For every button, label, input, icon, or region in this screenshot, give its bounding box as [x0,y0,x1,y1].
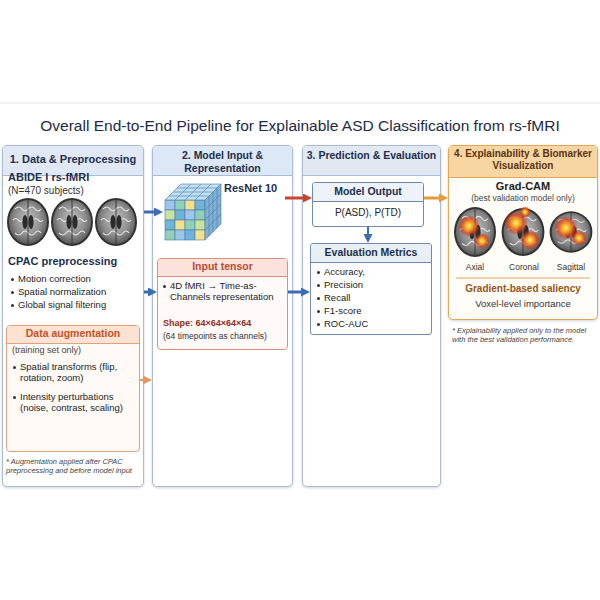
diagram-title: Overall End-to-End Pipeline for Explaina… [8,117,592,136]
panel-heading: 2. Model Input & Representation [152,149,293,174]
section-heading: CPAC preprocessing [8,255,142,268]
view-label: Sagittal [548,262,594,272]
flow-arrow [144,291,151,294]
bullet-item: Motion correction [10,273,142,284]
bullet-item: 4D fMRI → Time-as-Channels representatio… [162,280,282,303]
metrics-box: Evaluation MetricsAccuracy, PrecisionReca… [310,243,432,335]
bullet-item: Intensity perturbations (noise, contrast… [12,391,138,414]
dataset-name: ABIDE I rs-fMRI [8,171,142,184]
section-heading: Gradient-based saliency [448,283,598,295]
box-heading: Evaluation Metrics [310,246,432,259]
output-box: Model OutputP(ASD), P(TD) [312,182,424,227]
box-heading: Input tensor [157,260,288,273]
box-heading: Model Output [312,185,424,198]
panel-heading: 1. Data & Preprocessing [2,153,144,166]
augmentation-box: Data augmentation (training set only) Spat… [6,325,140,452]
method-name: Grad-CAM [448,180,598,193]
view-label: Coronal [501,262,547,272]
tensor-shape: Shape: 64×64×64×64 [163,318,285,329]
box-heading: Data augmentation [6,327,140,340]
stage-panel: 3. Prediction & EvaluationModel OutputP(… [302,145,441,487]
bullet-item: Spatial normalization [10,286,142,297]
stage-panel: 1. Data & PreprocessingABIDE I rs-fMRI(N… [2,145,144,487]
footnote: * Explainability applied only to the mod… [452,326,596,344]
subject-count: (N=470 subjects) [8,185,142,197]
section-note: Voxel-level importance [448,298,598,309]
explainability-panel: 4. Explainability & Biomarker Visualizat… [448,145,598,320]
output-values: P(ASD), P(TD) [312,207,424,219]
view-label: Axial [453,262,497,272]
model-name: ResNet 10 [224,182,285,195]
separator-line [0,103,600,104]
metric-item: F1-score [316,305,428,316]
input-tensor-box: Input tensor 4D fMRI → Time-as-Channels r… [157,258,288,350]
panel-heading: 4. Explainability & Biomarker Visualizat… [452,148,594,172]
metric-item: ROC-AUC [316,318,428,329]
panel-heading: 3. Prediction & Evaluation [302,149,441,162]
stage-panel: 2. Model Input & RepresentationResNet 10… [152,145,293,487]
bullet-item: Spatial transforms (flip, rotation, zoom… [12,361,138,384]
method-note: (best validation model only) [448,193,598,203]
metric-item: Accuracy, [316,266,428,277]
box-note: (training set only) [12,345,138,356]
bullet-item: Global signal filtering [10,299,142,310]
box-note: (64 timepoints as channels) [163,331,285,341]
model-block: ResNet 10 [163,180,285,252]
metric-item: Recall [316,292,428,303]
metric-item: Precision [316,279,428,290]
footnote: * Augmentation applied after CPAC prepro… [6,457,142,475]
